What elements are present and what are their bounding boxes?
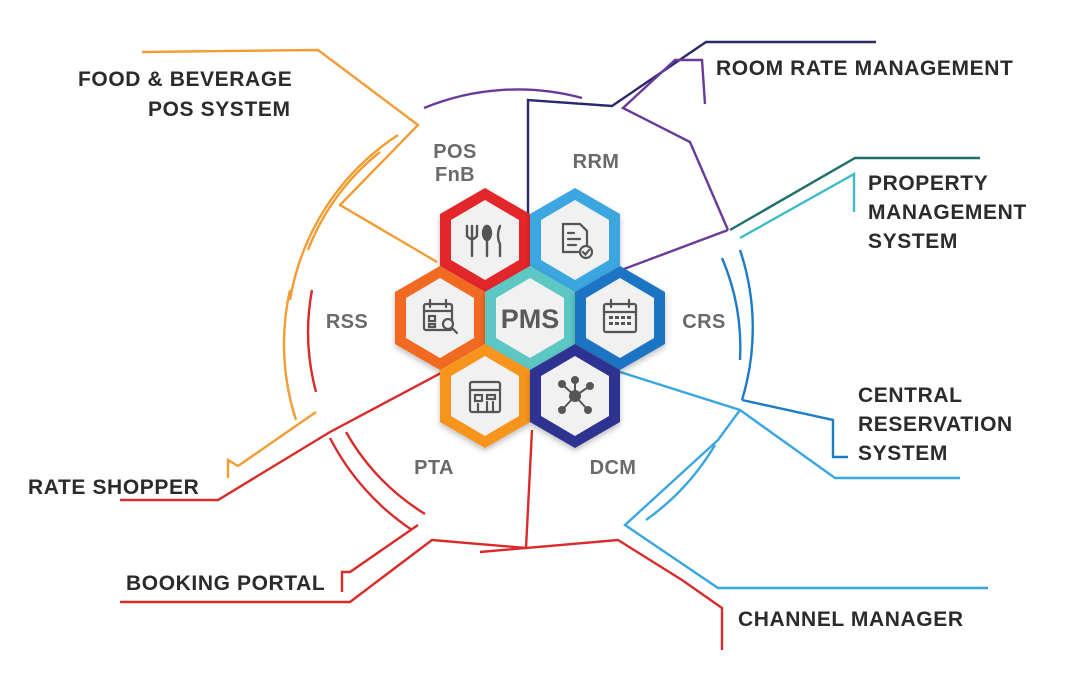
pms-center-hex[interactable] <box>485 266 575 370</box>
crs-module-hex[interactable] <box>575 266 665 370</box>
rate-shopper-connector <box>120 289 457 502</box>
calendar-grid-icon <box>602 298 638 334</box>
building-grid-icon <box>468 380 502 414</box>
utensils-icon <box>465 224 502 258</box>
sector-label-dcm: DCM <box>590 457 637 479</box>
label-fnb-line2: POS SYSTEM <box>148 98 291 121</box>
label-fnb-line1: FOOD & BEVERAGE <box>78 68 292 91</box>
network-hub-icon <box>558 376 594 414</box>
label-booking-portal: BOOKING PORTAL <box>126 572 325 595</box>
calendar-search-icon <box>422 298 459 335</box>
rrm-connector <box>423 40 876 280</box>
label-channel-manager: CHANNEL MANAGER <box>738 608 964 631</box>
pms-center-label: PMS <box>501 304 560 334</box>
document-check-icon <box>561 222 594 260</box>
sector-label-pos: POS <box>433 141 476 163</box>
sector-label-rss: RSS <box>326 311 368 333</box>
booking-connector <box>120 429 724 650</box>
sector-label-fnb: FnB <box>435 164 475 186</box>
label-crs-line3: SYSTEM <box>858 442 948 465</box>
pms-connector <box>729 156 980 240</box>
label-rate-shopper: RATE SHOPPER <box>28 476 199 499</box>
sector-label-rrm: RRM <box>573 151 620 173</box>
label-rrm: ROOM RATE MANAGEMENT <box>716 57 1013 80</box>
fnb-connector <box>141 48 438 301</box>
sector-label-pta: PTA <box>414 457 454 479</box>
label-crs-line2: RESERVATION <box>858 413 1013 436</box>
pta-module-hex[interactable] <box>440 344 530 448</box>
label-pms-line3: SYSTEM <box>868 230 958 253</box>
rss-module-hex[interactable] <box>395 266 485 370</box>
crs-connector <box>619 249 960 480</box>
channel-connector <box>623 409 988 590</box>
label-pms-line1: PROPERTY <box>868 172 988 195</box>
sector-label-crs: CRS <box>682 311 725 333</box>
label-pms-line2: MANAGEMENT <box>868 201 1027 224</box>
label-crs-line1: CENTRAL <box>858 384 963 407</box>
